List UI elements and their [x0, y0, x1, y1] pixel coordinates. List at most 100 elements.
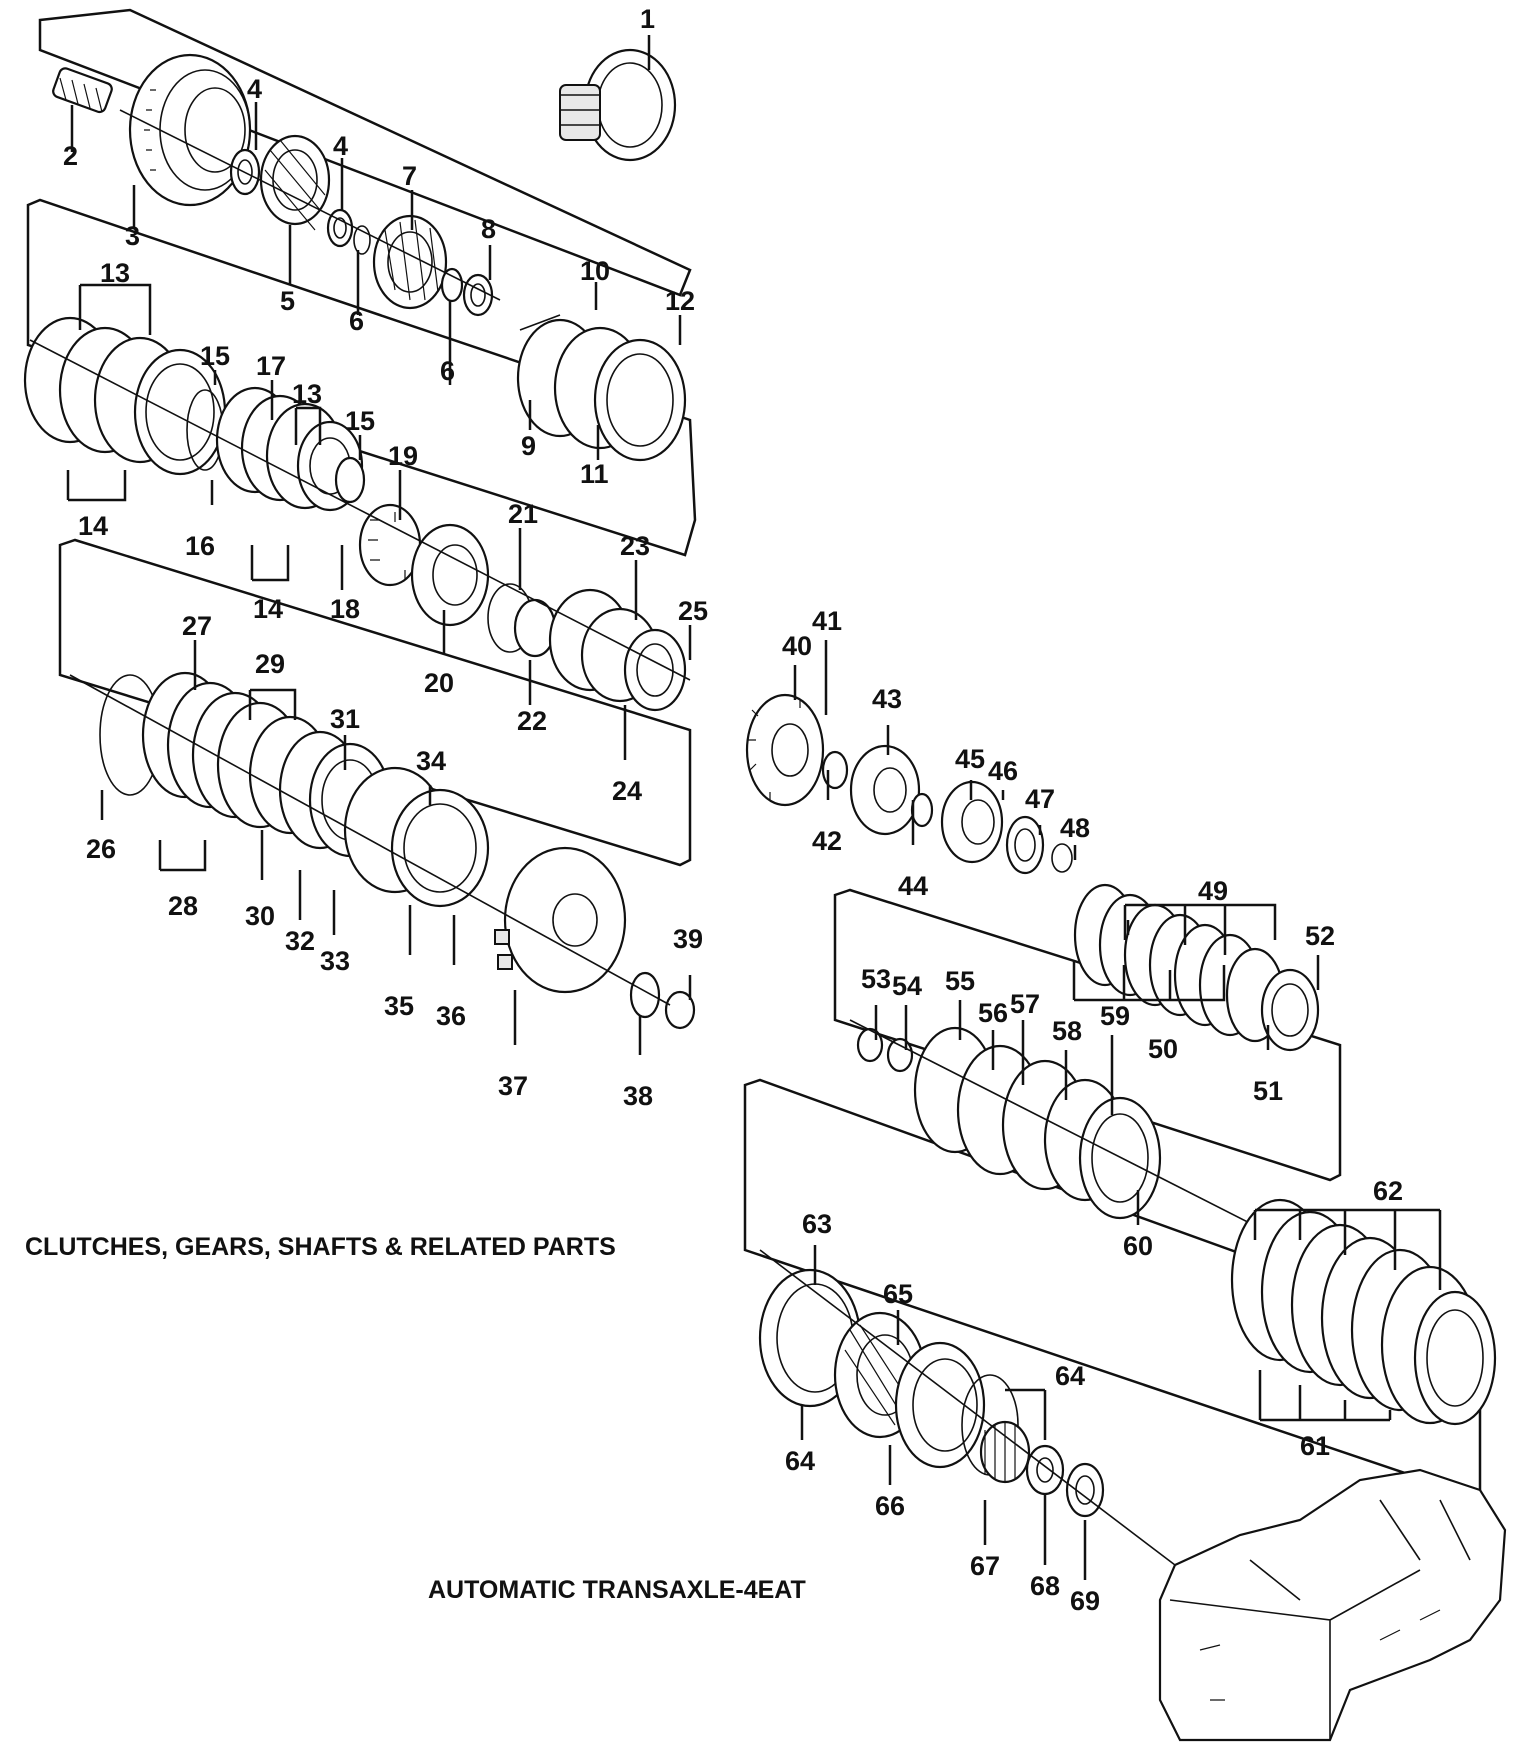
panel-top: [38, 8, 692, 297]
thrust-washer-icon: [326, 208, 354, 248]
callout-17: 17: [256, 351, 286, 381]
callout-16: 16: [185, 531, 215, 561]
thrust-washer-icon: [821, 750, 849, 790]
callout-10: 10: [580, 256, 610, 286]
callout-6: 6: [349, 306, 364, 336]
thrust-washer-icon: [462, 273, 494, 317]
callout-15: 15: [200, 341, 230, 371]
callout-63: 63: [802, 1209, 832, 1239]
thrust-washer-icon: [629, 971, 696, 1030]
callout-26: 26: [86, 834, 116, 864]
callout-69: 69: [1070, 1586, 1100, 1616]
caption-transaxle: AUTOMATIC TRANSAXLE-4EAT: [428, 1576, 806, 1604]
callout-45: 45: [955, 744, 985, 774]
callout-14: 14: [253, 594, 283, 624]
callout-7: 7: [402, 161, 417, 191]
drum-icon: [894, 1341, 986, 1469]
callout-49: 49: [1198, 876, 1228, 906]
callout-46: 46: [988, 756, 1018, 786]
callout-55: 55: [945, 966, 975, 996]
callout-4: 4: [333, 131, 348, 161]
drum-icon: [494, 846, 627, 994]
callout-2: 2: [63, 141, 78, 171]
callout-31: 31: [330, 704, 360, 734]
callout-30: 30: [245, 901, 275, 931]
band-icon: [559, 48, 677, 162]
callout-58: 58: [1052, 1016, 1082, 1046]
drum-icon: [128, 53, 252, 207]
callout-60: 60: [1123, 1231, 1153, 1261]
callout-13: 13: [292, 379, 322, 409]
piston-icon: [343, 766, 490, 908]
callout-57: 57: [1010, 989, 1040, 1019]
callout-21: 21: [508, 499, 538, 529]
callout-50: 50: [1148, 1034, 1178, 1064]
callout-35: 35: [384, 991, 414, 1021]
callout-47: 47: [1025, 784, 1055, 814]
shaft-icon: [52, 67, 113, 114]
clutch-plate-icon: [1230, 1198, 1497, 1426]
transaxle-case-icon: [1158, 1468, 1507, 1742]
callout-24: 24: [612, 776, 642, 806]
callout-8: 8: [481, 214, 496, 244]
planetary-gear-icon: [745, 693, 825, 807]
callout-40: 40: [782, 631, 812, 661]
callout-59: 59: [1100, 1001, 1130, 1031]
hub-icon: [940, 780, 1004, 864]
caption-clutches: CLUTCHES, GEARS, SHAFTS & RELATED PARTS: [25, 1233, 616, 1261]
callout-34: 34: [416, 746, 446, 776]
callout-52: 52: [1305, 921, 1335, 951]
callout-32: 32: [285, 926, 315, 956]
callout-6: 6: [440, 356, 455, 386]
callout-18: 18: [330, 594, 360, 624]
snap-ring-icon: [487, 583, 557, 658]
thrust-washer-icon: [1005, 815, 1045, 875]
hub-icon: [849, 744, 921, 836]
thrust-washer-icon: [440, 267, 464, 303]
thrust-washer-icon: [1065, 1462, 1105, 1518]
callout-20: 20: [424, 668, 454, 698]
clutch-plate-icon: [141, 671, 392, 858]
snap-ring-icon: [1051, 843, 1073, 873]
clutch-plate-icon: [1073, 883, 1320, 1052]
callout-3: 3: [125, 221, 140, 251]
callout-36: 36: [436, 1001, 466, 1031]
callout-37: 37: [498, 1071, 528, 1101]
panel-upper-clutch: [26, 198, 697, 557]
clutch-plate-icon: [548, 588, 687, 712]
panel-middle-clutch: [58, 538, 692, 867]
callout-48: 48: [1060, 813, 1090, 843]
panel-right-clutch: [833, 888, 1342, 1182]
callout-67: 67: [970, 1551, 1000, 1581]
callout-27: 27: [182, 611, 212, 641]
callout-65: 65: [883, 1279, 913, 1309]
callout-39: 39: [673, 924, 703, 954]
callout-12: 12: [665, 286, 695, 316]
callout-14: 14: [78, 511, 108, 541]
callout-29: 29: [255, 649, 285, 679]
hub-icon: [372, 214, 448, 310]
leader-lines: [66, 35, 1442, 1580]
callout-19: 19: [388, 441, 418, 471]
thrust-washer-icon: [1025, 1444, 1065, 1496]
callout-9: 9: [521, 431, 536, 461]
callout-44: 44: [898, 871, 928, 901]
callout-4: 4: [247, 74, 262, 104]
callout-53: 53: [861, 964, 891, 994]
callout-1: 1: [640, 4, 655, 34]
callout-22: 22: [517, 706, 547, 736]
snap-ring-icon: [353, 225, 371, 255]
callout-66: 66: [875, 1491, 905, 1521]
callout-33: 33: [320, 946, 350, 976]
callout-38: 38: [623, 1081, 653, 1111]
callout-42: 42: [812, 826, 842, 856]
callout-11: 11: [580, 459, 609, 489]
callout-64: 64: [1055, 1361, 1085, 1391]
clutch-plate-icon: [215, 386, 364, 512]
callout-41: 41: [812, 606, 842, 636]
callout-54: 54: [892, 971, 922, 1001]
callout-labels: 1 2 3 4 4 5 6 6 7 8 9 10 11 12 13 13 14 …: [63, 4, 1403, 1616]
spring-icon: [334, 456, 366, 504]
callout-62: 62: [1373, 1176, 1403, 1206]
